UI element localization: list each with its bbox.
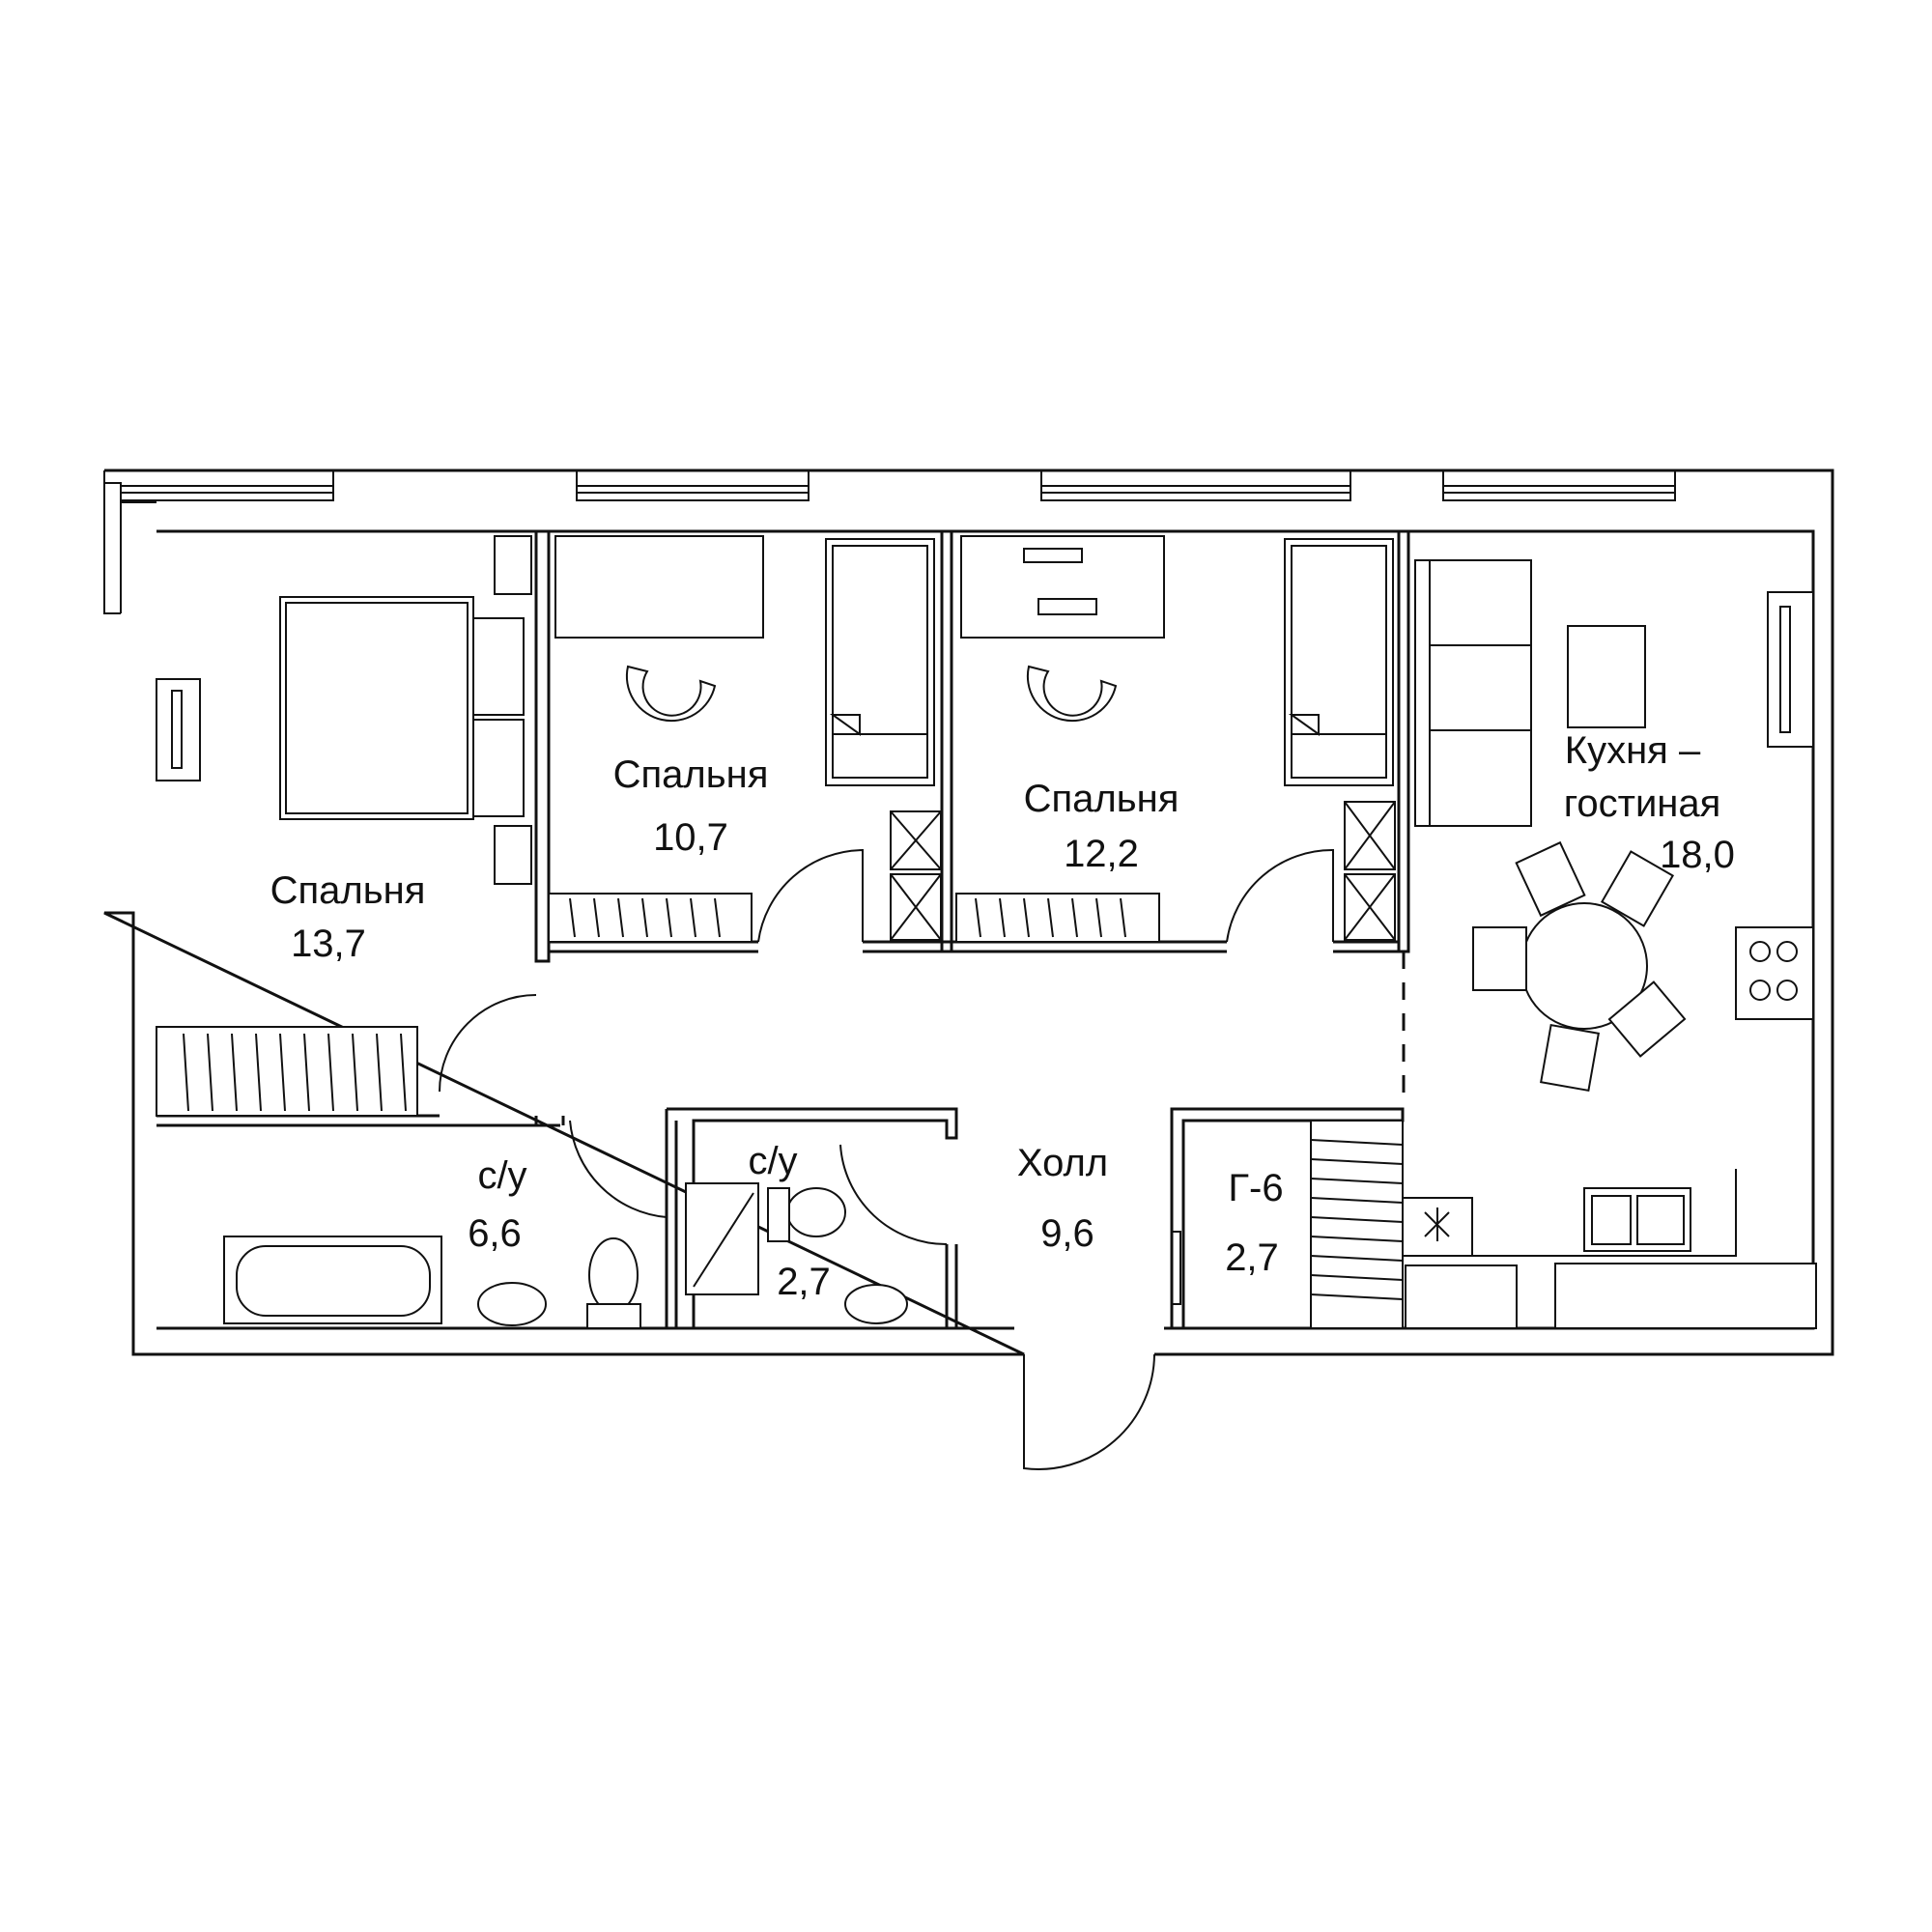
window-4 (1442, 485, 1676, 501)
single-bed (1284, 538, 1394, 786)
wardrobe (156, 1026, 418, 1117)
room-area-hall: 9,6 (1040, 1212, 1094, 1255)
room-labels: Спальня 13,7 Спальня 10,7 Спальня 12,2 К… (270, 729, 1735, 1303)
room-name-bathroom-1: с/у (477, 1154, 526, 1197)
window-2 (576, 485, 810, 501)
nightstand (494, 825, 532, 885)
stove (1735, 926, 1814, 1020)
coffee-table (1567, 625, 1646, 728)
toilet (588, 1237, 639, 1313)
sofa (1414, 559, 1532, 827)
bathroom-2-fixtures (685, 1182, 908, 1324)
kitchen-furniture (1402, 559, 1817, 1329)
room-name-bedroom-3: Спальня (1024, 778, 1179, 820)
washbasin (477, 1282, 547, 1326)
chair (1026, 665, 1118, 723)
window-3 (1040, 485, 1351, 501)
room-name-bedroom-1: Спальня (270, 869, 426, 912)
storage-shelves (1310, 1120, 1404, 1329)
bedroom-2-furniture (548, 535, 942, 943)
radiator (156, 678, 201, 781)
room-name-kitchen-line1: Кухня – (1565, 729, 1701, 772)
room-area-bedroom-1: 13,7 (291, 923, 366, 965)
room-name-kitchen-line2: гостиная (1564, 782, 1721, 825)
nightstand (494, 535, 532, 595)
room-area-bedroom-3: 12,2 (1064, 833, 1139, 875)
room-area-bathroom-2: 2,7 (777, 1261, 831, 1303)
single-bed (825, 538, 935, 786)
room-area-storage: 2,7 (1225, 1236, 1279, 1279)
windows (120, 470, 1676, 501)
room-name-hall: Холл (1017, 1142, 1108, 1184)
shower (685, 1182, 759, 1295)
bedroom-1-furniture (156, 535, 532, 1117)
window-1 (120, 485, 334, 501)
chair (625, 665, 717, 723)
bathroom-1-fixtures (223, 1236, 641, 1329)
doors (439, 848, 1334, 1470)
bathtub (223, 1236, 442, 1324)
room-name-bathroom-2: с/у (748, 1140, 797, 1182)
room-area-kitchen: 18,0 (1660, 834, 1735, 876)
room-area-bathroom-1: 6,6 (468, 1212, 522, 1255)
desk (960, 535, 1165, 639)
toilet (786, 1187, 846, 1237)
desk (554, 535, 764, 639)
bedroom-3-furniture (955, 535, 1396, 943)
double-bed (279, 596, 474, 820)
wardrobe (955, 893, 1160, 943)
room-name-bedroom-2: Спальня (613, 753, 769, 796)
washbasin (844, 1284, 908, 1324)
room-name-storage: Г-6 (1228, 1167, 1283, 1209)
room-area-bedroom-2: 10,7 (653, 816, 728, 859)
wardrobe (548, 893, 753, 943)
